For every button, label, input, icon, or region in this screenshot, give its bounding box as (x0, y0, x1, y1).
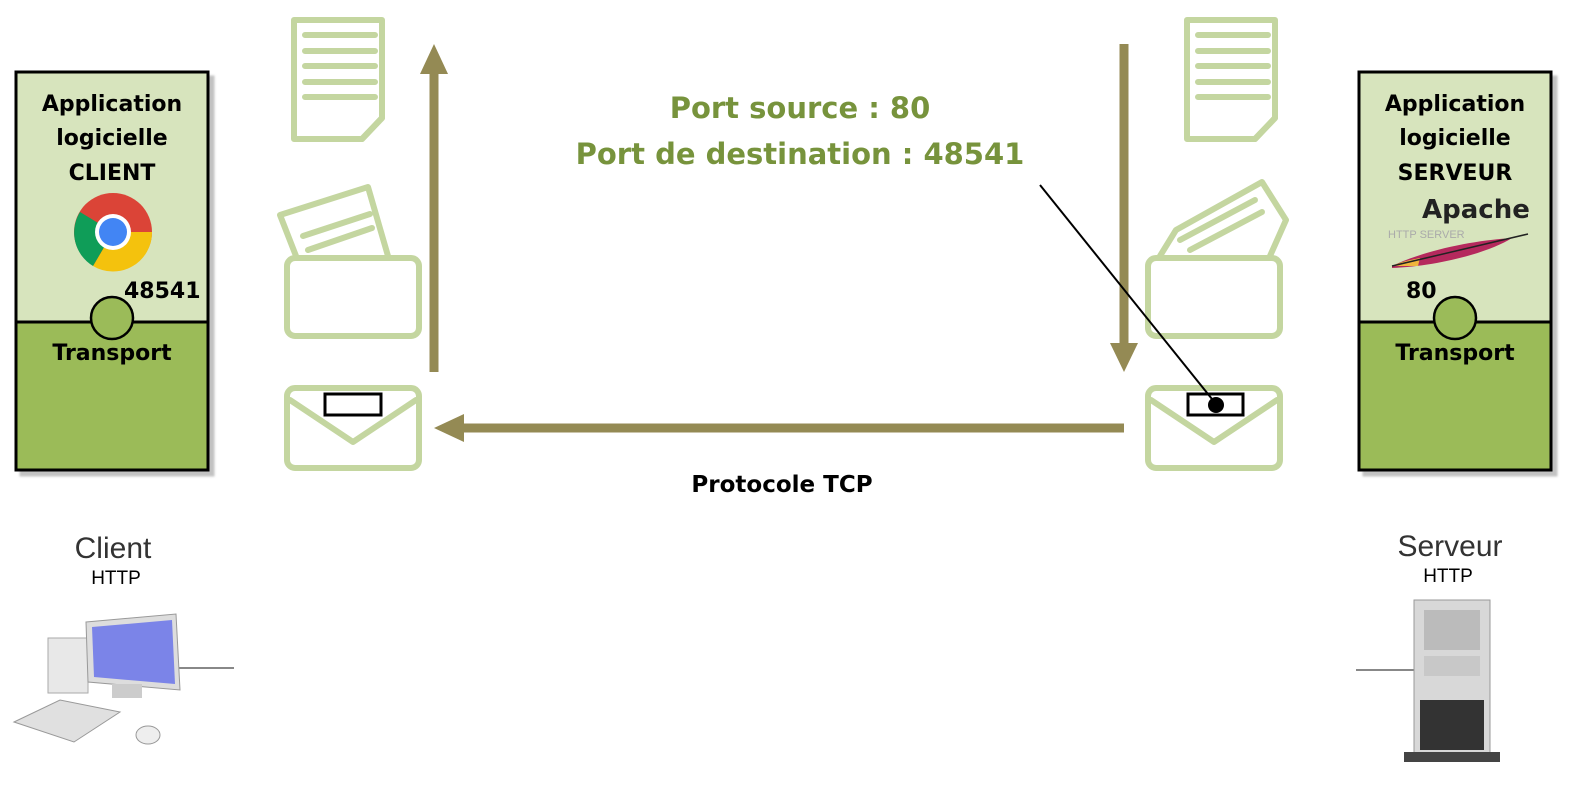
apache-logo-text: Apache (1422, 195, 1530, 225)
envelope-icon-right (1145, 385, 1283, 471)
server-application-layer (1357, 70, 1553, 324)
protocol-label: Protocole TCP (691, 472, 872, 498)
chrome-icon (74, 193, 153, 272)
envelope-icon-left (284, 385, 422, 471)
client-transport-label: Transport (52, 341, 172, 366)
apache-feather-icon (1391, 233, 1529, 268)
pointer-dot (1208, 397, 1224, 413)
client-stack (14, 70, 210, 472)
document-icon-right (1184, 17, 1278, 142)
server-app-line-1: Application (1385, 92, 1525, 117)
arrow-down-server (1110, 44, 1138, 372)
client-label: Client (75, 532, 152, 565)
open-envelope-icon-right (1145, 179, 1289, 339)
arrow-server-to-client (434, 414, 1124, 442)
pointer-line (1039, 184, 1217, 405)
document-icon-left (291, 17, 385, 142)
client-sublabel: HTTP (91, 568, 141, 589)
server-sublabel: HTTP (1423, 566, 1473, 587)
open-envelope-icon-left (277, 184, 422, 339)
client-app-line-2: logicielle (56, 126, 167, 151)
server-label: Serveur (1397, 530, 1502, 563)
apache-logo-subtext: HTTP SERVER (1388, 229, 1465, 241)
source-port-text: Port source : 80 (670, 91, 931, 125)
server-app-line-2: logicielle (1399, 126, 1510, 151)
server-app-line-3: SERVEUR (1398, 161, 1513, 186)
server-port: 80 (1406, 279, 1437, 304)
destination-port-text: Port de destination : 48541 (576, 137, 1025, 171)
client-port: 48541 (124, 279, 201, 304)
client-app-line-1: Application (42, 92, 182, 117)
server-stack (1357, 70, 1553, 472)
client-transport-layer (14, 320, 210, 472)
desktop-computer-icon (12, 613, 234, 745)
server-socket-port (1432, 295, 1478, 341)
client-app-line-3: CLIENT (69, 161, 156, 186)
server-transport-label: Transport (1395, 341, 1515, 366)
client-packet-header (323, 392, 383, 417)
arrow-up-client (420, 44, 448, 372)
client-socket-port (89, 295, 135, 341)
server-tower-icon (1356, 599, 1500, 762)
